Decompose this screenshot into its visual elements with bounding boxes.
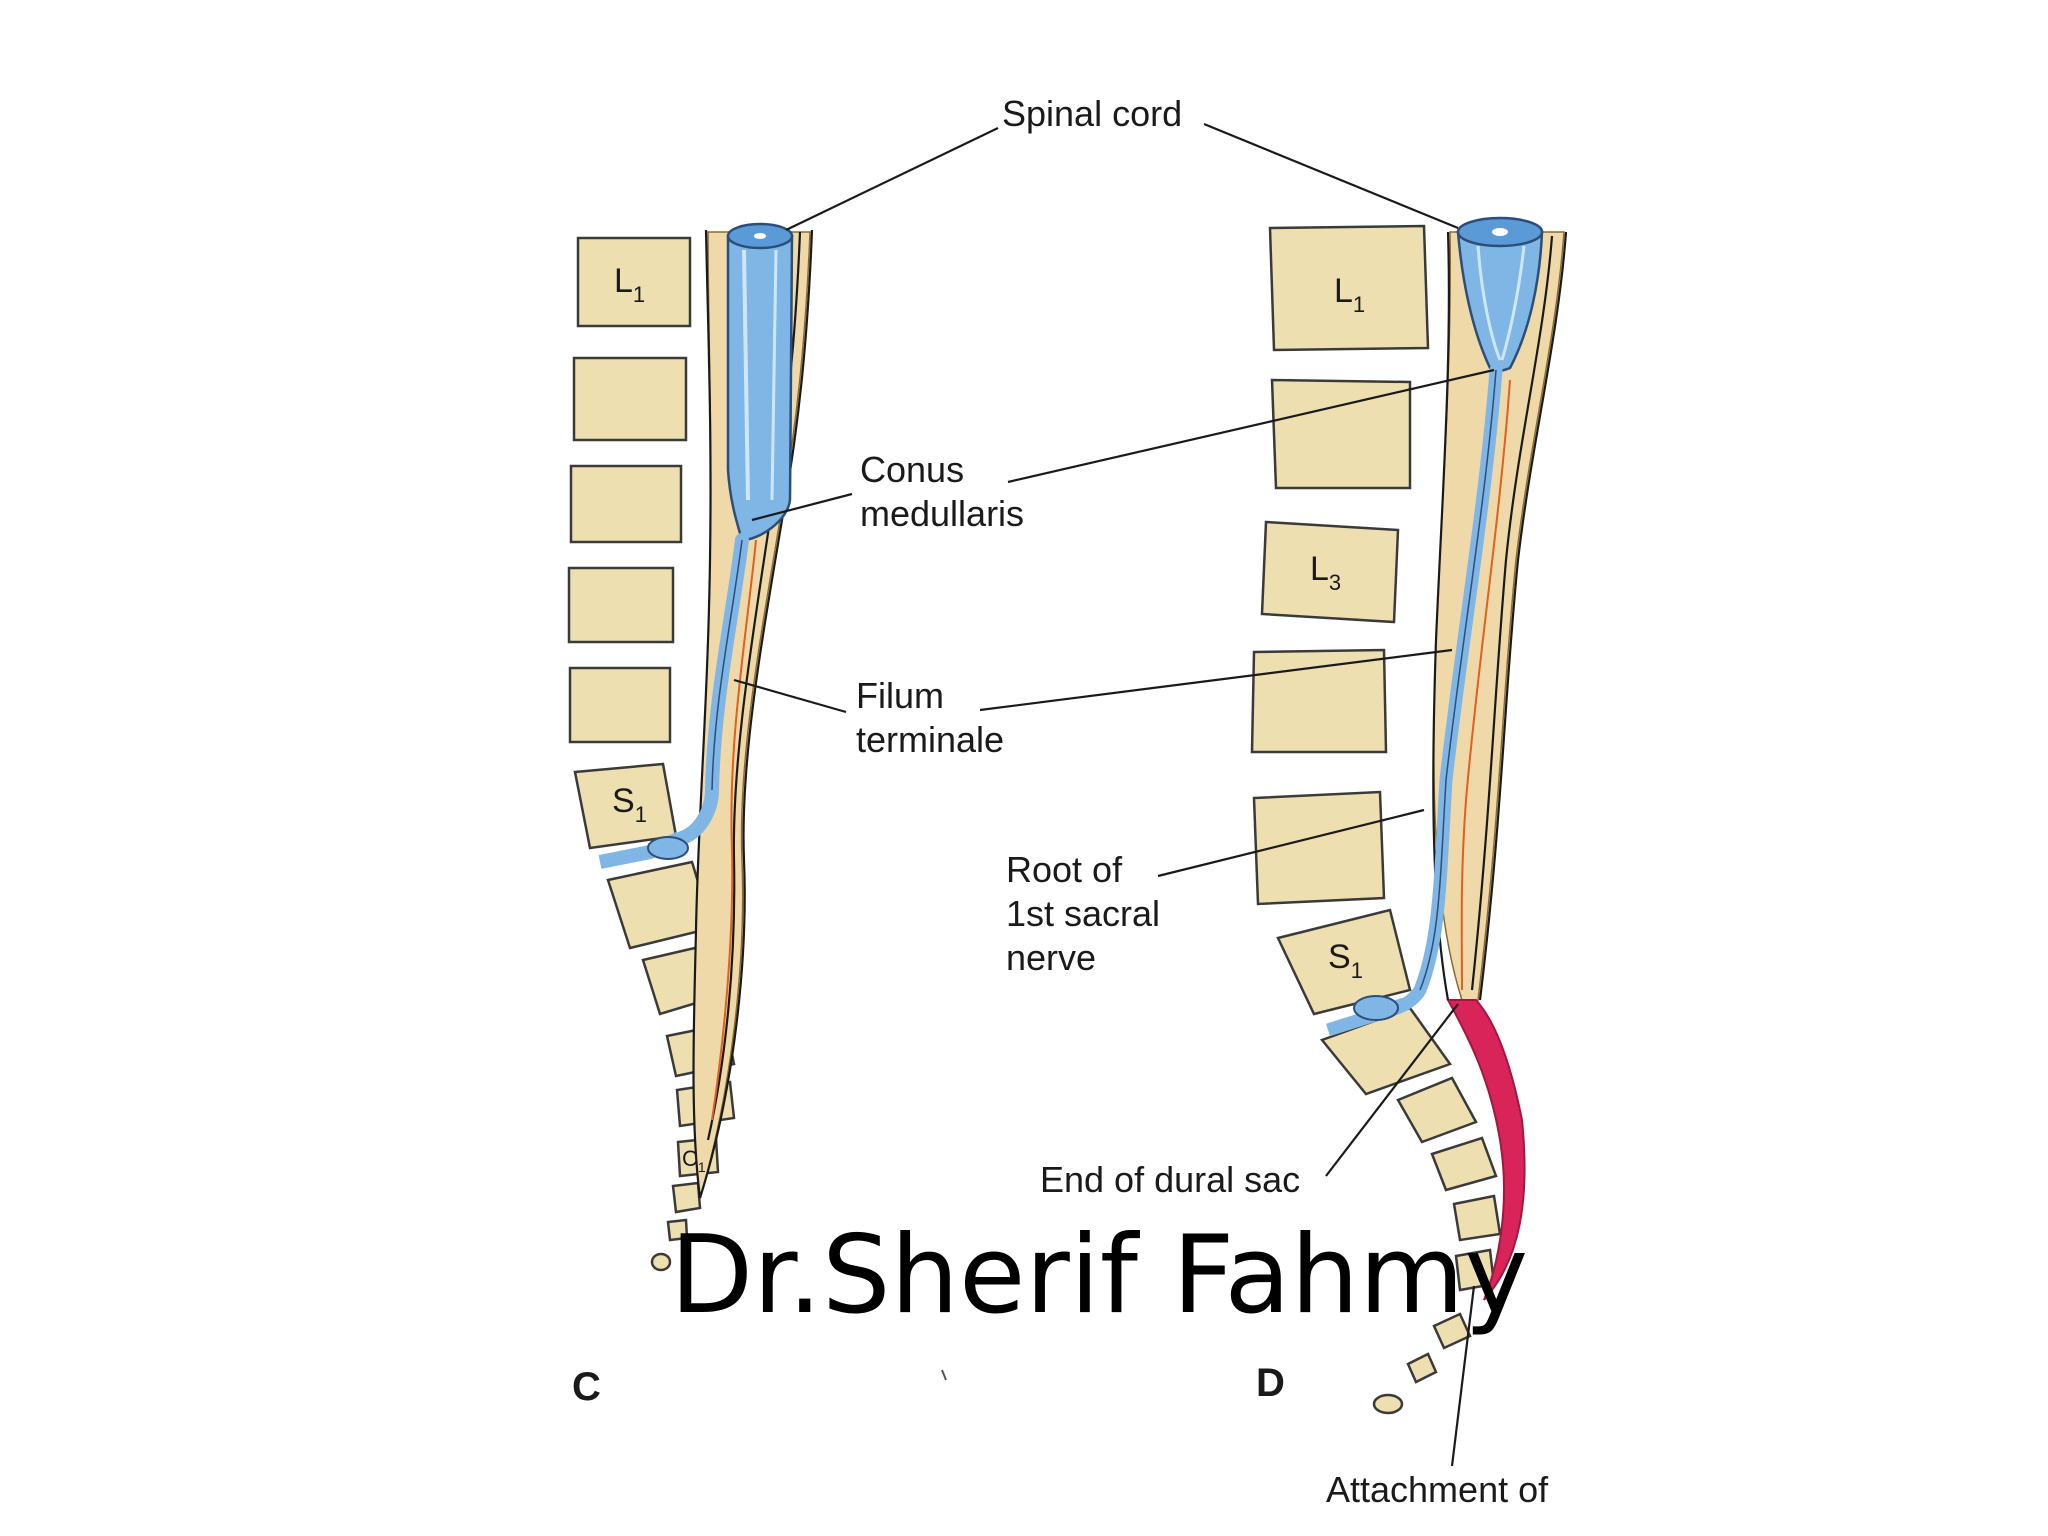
watermark-text: Dr.Sherif Fahmy [670, 1213, 1528, 1338]
label-conus-1: Conus [860, 449, 964, 490]
right-vertebra-c3 [1406, 1352, 1438, 1384]
right-dura-outer-right [1478, 231, 1568, 1001]
left-vertebra-l3 [569, 464, 683, 544]
right-vertebra-c2 [1432, 1312, 1472, 1350]
label-attachment: Attachment of [1326, 1469, 1549, 1510]
right-cord-highlight-2 [1500, 245, 1526, 361]
panel-d-label: D [1256, 1361, 1285, 1405]
left-l1-label: L1 [614, 262, 645, 307]
right-l3-label: L3 [1310, 550, 1341, 595]
left-spinal-cord [598, 222, 794, 1121]
left-vertebra-l4 [567, 566, 675, 644]
right-arachnoid-line [1470, 235, 1554, 991]
filum-leader-right [979, 648, 1453, 712]
left-filum-red [711, 539, 757, 1121]
left-vertebra-c3 [666, 1218, 689, 1242]
filum-leader-left [733, 678, 847, 714]
right-vertebra-c4 [1372, 1393, 1404, 1415]
left-vertebra-c4 [650, 1252, 672, 1272]
left-s1-label: S1 [612, 782, 647, 827]
right-vertebra-s3 [1396, 1076, 1478, 1144]
label-root-1: Root of [1006, 849, 1123, 890]
left-filum-outline [711, 539, 743, 791]
left-vertebra-c2 [671, 1181, 702, 1214]
right-dural-sac [1432, 231, 1568, 1301]
right-vertebra-l2 [1270, 378, 1412, 490]
label-filum-1: Filum [856, 675, 944, 716]
left-vertebra-l1 [576, 236, 692, 328]
right-filum-red [1460, 379, 1511, 991]
left-cord-body [726, 234, 794, 542]
right-s1-label: S1 [1328, 938, 1363, 983]
right-dura-tail [1446, 999, 1526, 1301]
left-dura-outer [692, 229, 712, 1199]
spinal-cord-leader-right [1203, 122, 1459, 230]
conus-leader-left [751, 492, 853, 522]
leader-lines [733, 122, 1495, 1467]
left-cord-highlight [742, 249, 750, 501]
label-dural-sac: End of dural sac [1040, 1159, 1300, 1200]
left-vertebra-l2 [572, 356, 688, 442]
right-vertebra-s4 [1430, 1136, 1498, 1192]
right-spinal-cord [1326, 216, 1544, 1037]
right-vertebral-column [1250, 224, 1502, 1415]
label-spinal-cord: Spinal cord [1002, 93, 1182, 134]
right-cord-canal [1492, 228, 1508, 236]
right-filum-outline [1419, 369, 1497, 991]
left-s1-ganglion [647, 836, 689, 860]
structure-labels: Spinal cord Conus medullaris Filum termi… [856, 93, 1549, 1510]
spinal-cord-leader-left [785, 127, 999, 231]
root-leader [1157, 808, 1425, 878]
left-vertebral-column [567, 236, 736, 1272]
left-cord-canal [754, 233, 766, 239]
right-vertebra-s1 [1276, 908, 1412, 1016]
dural-sac-leader [1325, 1003, 1459, 1177]
right-l1-label: L1 [1334, 272, 1365, 317]
panel-d: L1 L3 S1 D [1250, 216, 1568, 1415]
right-vertebra-l4 [1250, 648, 1388, 754]
label-root-3: nerve [1006, 937, 1096, 978]
left-c1-label: C1 [682, 1146, 706, 1175]
right-vertebra-l5 [1252, 790, 1386, 906]
left-vertebra-l5 [568, 666, 672, 744]
left-dura-outer-right [698, 229, 814, 1199]
label-filum-2: terminale [856, 719, 1004, 760]
right-vertebra-l1 [1268, 224, 1430, 352]
panel-c-label: C [572, 1365, 601, 1409]
stray-mark [941, 1369, 947, 1381]
attachment-leader [1450, 1285, 1476, 1467]
label-root-2: 1st sacral [1006, 893, 1160, 934]
conus-leader-right [1007, 368, 1495, 484]
panel-c: L1 S1 C1 C [567, 222, 814, 1409]
left-cord-highlight-2 [770, 249, 778, 501]
right-vertebra-l3 [1260, 520, 1400, 624]
right-s1-ganglion [1353, 995, 1399, 1021]
label-conus-2: medullaris [860, 493, 1024, 534]
right-cord-highlight [1476, 245, 1502, 361]
